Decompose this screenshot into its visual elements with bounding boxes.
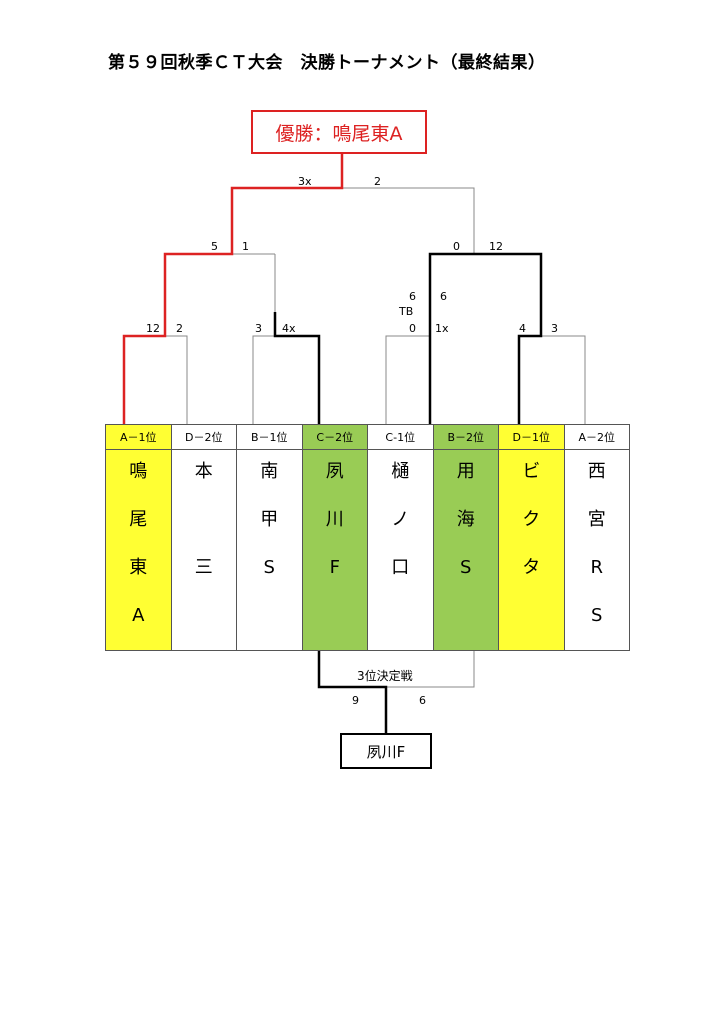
- semi2-win-line: [428, 252, 474, 336]
- final-right-score: 2: [374, 175, 381, 188]
- r1-2-left-score: 3: [255, 322, 262, 335]
- r1-3-loser-line: [385, 335, 430, 424]
- r1-2-loser-line: [252, 335, 275, 424]
- r1-1-right-score: 2: [176, 322, 183, 335]
- third-left-score: 9: [352, 694, 359, 707]
- third-right-score: 6: [419, 694, 426, 707]
- third-win-line: [317, 642, 388, 733]
- team-name-cell: ビクタ: [498, 449, 565, 651]
- team-name-char: F: [329, 557, 340, 578]
- third-place-label: 3位決定戦: [357, 669, 413, 683]
- team-name-char: S: [263, 557, 275, 578]
- champion-path: [122, 154, 344, 424]
- team-name-char: ノ: [391, 509, 410, 530]
- team-name-cell: 西宮 R S: [563, 449, 630, 651]
- r1-4-left-score: 4: [519, 322, 526, 335]
- team-seed: C－2位: [301, 424, 368, 450]
- team-seed: C-1位: [367, 424, 434, 450]
- semi1-left-score: 5: [211, 240, 218, 253]
- semi1-right-score: 1: [242, 240, 249, 253]
- team-name-char: 口: [391, 557, 410, 578]
- r1-1-left-score: 12: [146, 322, 160, 335]
- team-name-char: 東: [129, 557, 148, 578]
- team-name-char: 西: [587, 461, 606, 482]
- third-place-winner-box: 夙川F: [340, 733, 432, 769]
- team-seed: D－1位: [498, 424, 565, 450]
- team-name-cell: 鳴尾東 A: [105, 449, 172, 651]
- team-name-cell: 南甲 S: [236, 449, 303, 651]
- team-name-char: 甲: [260, 509, 279, 530]
- team-name-char: A: [132, 605, 145, 626]
- r1-4-loser-line: [541, 335, 586, 424]
- team-name-cell: 夙川 F: [301, 449, 368, 651]
- third-loser-line: [386, 642, 475, 688]
- team-name-char: 南: [260, 461, 279, 482]
- tiebreak-label: TB: [399, 305, 414, 318]
- r1-4-win-line: [474, 252, 543, 424]
- team-name-char: 川: [325, 509, 344, 530]
- final-left-score: 3x: [298, 175, 312, 188]
- semi2-left-score: 0: [453, 240, 460, 253]
- team-name-char: タ: [522, 557, 541, 578]
- r1-2-right-score: 4x: [282, 322, 296, 335]
- team-name-char: 用: [456, 461, 475, 482]
- page-title: 第５９回秋季ＣＴ大会 決勝トーナメント（最終結果）: [108, 53, 546, 73]
- team-name-char: ク: [522, 509, 541, 530]
- team-seed: B－2位: [432, 424, 499, 450]
- team-seed: D－2位: [170, 424, 237, 450]
- team-name-char: 本: [194, 461, 213, 482]
- team-seed: A－2位: [563, 424, 630, 450]
- semi2-right-score: 12: [489, 240, 503, 253]
- team-name-char: 三: [194, 557, 213, 578]
- team-name-char: 海: [456, 509, 475, 530]
- team-name-char: S: [460, 557, 472, 578]
- final-loser-line: [342, 187, 475, 254]
- team-name-cell: 樋ノ口: [367, 449, 434, 651]
- r1-1-loser-line: [165, 335, 188, 424]
- team-name-char: 樋: [391, 461, 410, 482]
- qf3-right-tb-score: 6: [440, 290, 447, 303]
- team-name-char: ビ: [522, 461, 541, 482]
- r1-3-left-score: 0: [409, 322, 416, 335]
- team-table: A－1位 D－2位 B－1位 C－2位 C-1位 B－2位 D－1位 A－2位 …: [105, 424, 630, 651]
- r1-2-win-line: [273, 312, 321, 424]
- qf3-left-tb-score: 6: [409, 290, 416, 303]
- team-name-cell: 本三: [170, 449, 237, 651]
- team-seed: A－1位: [105, 424, 172, 450]
- team-name-char: S: [591, 605, 603, 626]
- r1-3-right-score: 1x: [435, 322, 449, 335]
- team-name-char: 尾: [129, 509, 148, 530]
- team-name-cell: 用海 S: [432, 449, 499, 651]
- team-name-char: 夙: [325, 461, 344, 482]
- team-name-char: R: [590, 557, 603, 578]
- r1-4-right-score: 3: [551, 322, 558, 335]
- champion-box: 優勝：鳴尾東A: [251, 110, 427, 154]
- team-name-char: 宮: [587, 509, 606, 530]
- team-name-char: 鳴: [129, 461, 148, 482]
- team-seed: B－1位: [236, 424, 303, 450]
